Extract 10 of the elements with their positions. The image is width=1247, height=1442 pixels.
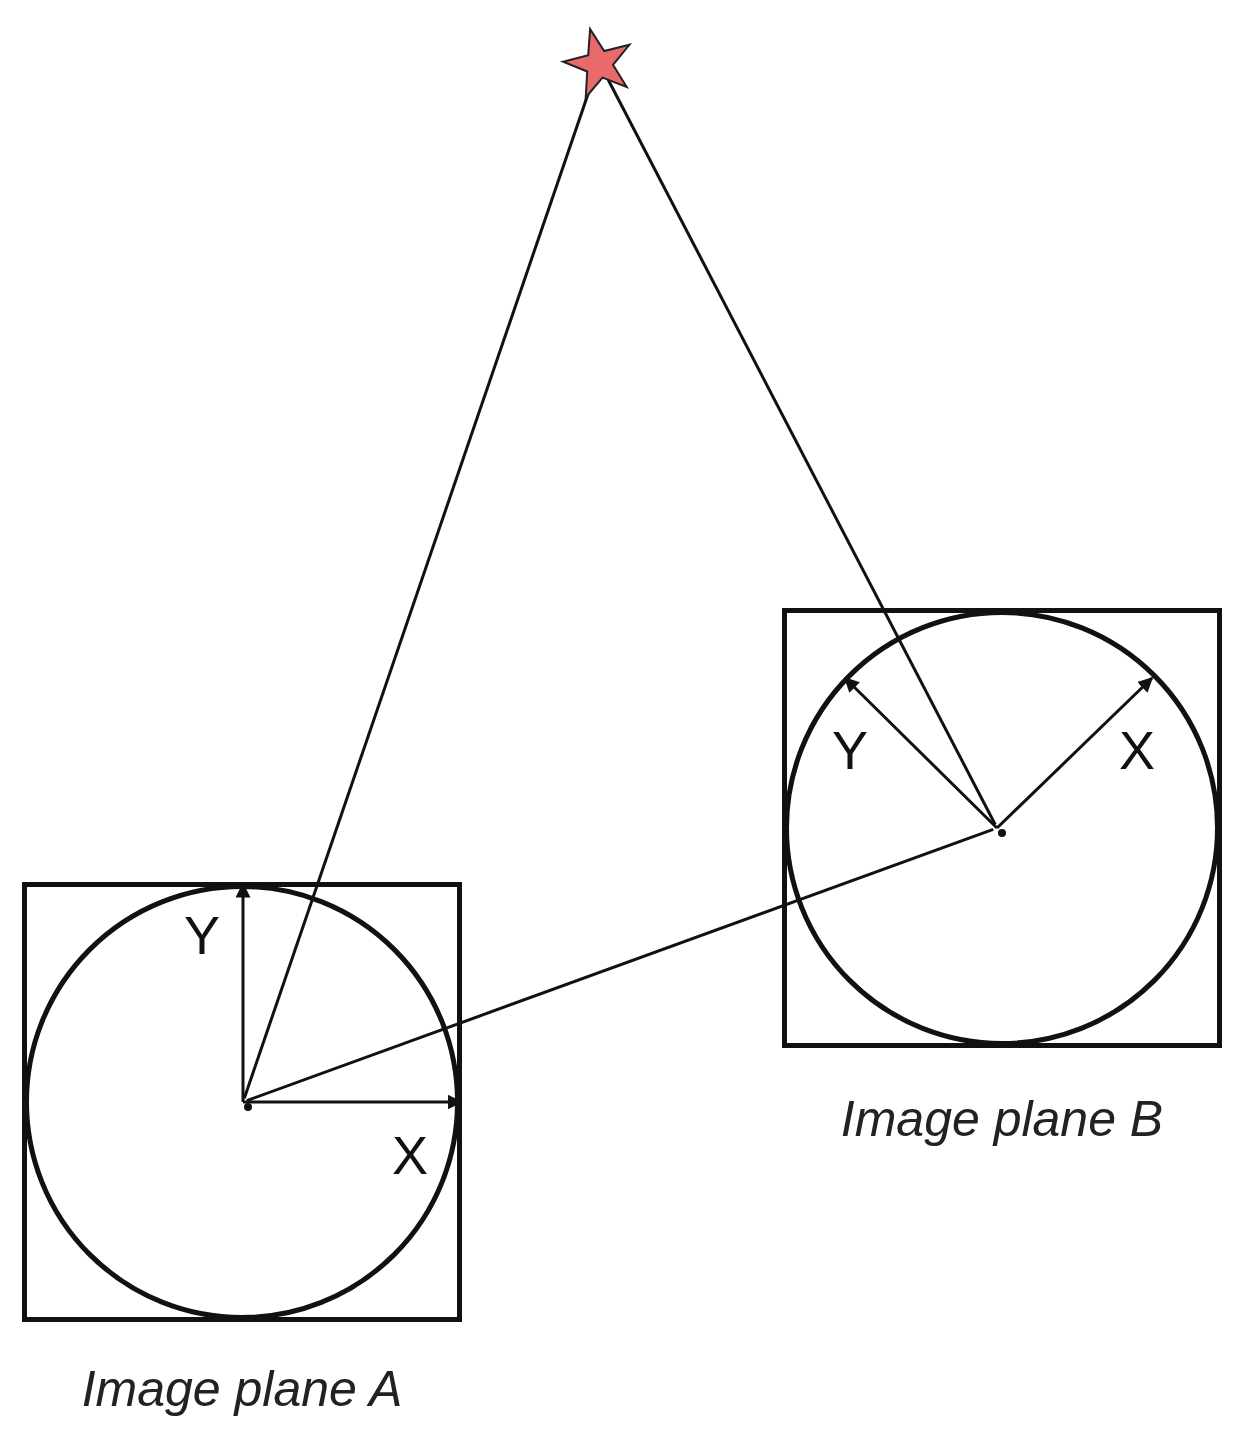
axis-label: Y: [184, 904, 220, 966]
axis-label: Y: [832, 719, 868, 781]
origin-point: [244, 1103, 252, 1111]
connector-line: [246, 828, 994, 1102]
origin-point: [998, 829, 1006, 837]
axis-label: X: [1119, 719, 1155, 781]
axis-label: X: [392, 1124, 428, 1186]
plane-caption: Image plane A: [81, 1360, 403, 1418]
plane-caption: Image plane B: [840, 1090, 1164, 1148]
connector-line: [606, 79, 997, 826]
